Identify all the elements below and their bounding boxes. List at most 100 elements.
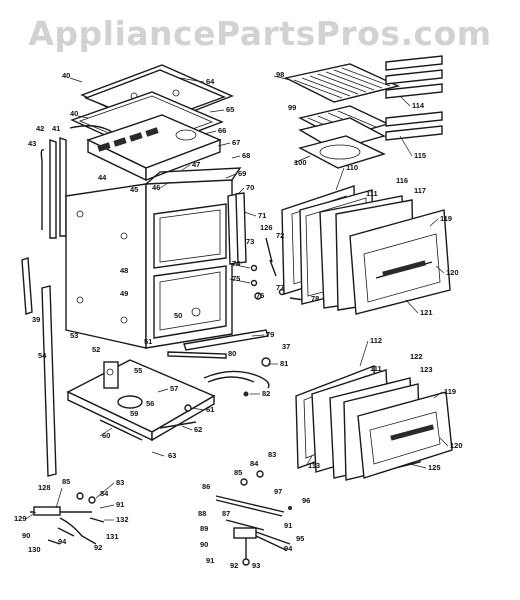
part-label-100: 100 — [294, 158, 307, 167]
center-valve-assembly — [215, 470, 292, 566]
part-label-87: 87 — [222, 509, 230, 518]
part-label-92a: 92 — [94, 543, 102, 552]
upper-door-assembly — [281, 185, 451, 315]
part-label-74: 74 — [232, 259, 241, 268]
part-label-120b: 120 — [450, 441, 463, 450]
part-label-91c: 91 — [206, 556, 214, 565]
part-label-64: 64 — [206, 77, 215, 86]
part-label-84b: 84 — [100, 489, 109, 498]
broiler-pan — [298, 105, 390, 169]
part-label-97: 97 — [274, 487, 282, 496]
part-label-113: 113 — [308, 461, 320, 470]
part-label-46: 46 — [152, 183, 160, 192]
control-hardware — [250, 237, 305, 301]
part-label-85b: 85 — [62, 477, 70, 486]
base-pan — [66, 359, 216, 442]
part-label-49: 49 — [120, 289, 128, 298]
part-label-91a: 91 — [116, 500, 124, 509]
part-label-116: 116 — [396, 176, 408, 185]
part-label-120a: 120 — [446, 268, 459, 277]
part-label-119b: 119 — [444, 387, 456, 396]
part-label-94a: 94 — [58, 537, 67, 546]
left-long-trim — [21, 257, 57, 477]
hinge-rail — [167, 329, 269, 359]
part-label-44: 44 — [98, 173, 107, 182]
part-label-75: 75 — [232, 274, 240, 283]
side-trim-strips — [40, 125, 113, 239]
part-label-117: 117 — [414, 186, 426, 195]
part-label-65: 65 — [226, 105, 234, 114]
part-label-45: 45 — [130, 185, 138, 194]
part-label-69: 69 — [238, 169, 246, 178]
part-label-114: 114 — [412, 101, 425, 110]
part-label-132: 132 — [116, 515, 129, 524]
part-label-131: 131 — [106, 532, 119, 541]
part-label-63: 63 — [168, 451, 176, 460]
part-label-110: 110 — [346, 163, 358, 172]
part-label-67: 67 — [232, 138, 240, 147]
part-label-93: 93 — [252, 561, 260, 570]
part-label-115: 115 — [414, 151, 426, 160]
part-label-73: 73 — [246, 237, 254, 246]
part-label-83a: 83 — [268, 450, 276, 459]
part-label-121: 121 — [420, 308, 433, 317]
part-label-91b: 91 — [284, 521, 292, 530]
part-label-40b: 40 — [70, 109, 78, 118]
part-label-79: 79 — [266, 330, 274, 339]
part-label-88: 88 — [198, 509, 206, 518]
part-label-68: 68 — [242, 151, 250, 160]
part-label-90a: 90 — [22, 531, 30, 540]
part-label-47: 47 — [192, 160, 200, 169]
oven-rack — [283, 63, 401, 103]
part-label-40a: 40 — [62, 71, 70, 80]
part-label-52: 52 — [92, 345, 100, 354]
part-label-80: 80 — [228, 349, 236, 358]
vertical-trim — [227, 192, 247, 265]
cabinet-front-frame — [145, 167, 242, 349]
cabinet-side-panel — [65, 183, 147, 349]
part-label-41: 41 — [52, 124, 60, 133]
part-label-51: 51 — [144, 337, 152, 346]
part-label-96: 96 — [302, 496, 310, 505]
part-label-125: 125 — [428, 463, 441, 472]
part-label-119a: 119 — [440, 214, 452, 223]
part-label-50: 50 — [174, 311, 182, 320]
rack-side-rails — [385, 55, 443, 141]
part-label-94b: 94 — [284, 544, 293, 553]
part-label-112: 112 — [370, 336, 382, 345]
lower-door-assembly — [295, 364, 453, 481]
part-label-78: 78 — [311, 294, 319, 303]
part-label-98: 98 — [276, 70, 284, 79]
part-label-56: 56 — [146, 399, 154, 408]
part-label-42: 42 — [36, 124, 44, 133]
part-label-62: 62 — [194, 425, 202, 434]
part-label-71: 71 — [258, 211, 266, 220]
part-label-39: 39 — [32, 315, 40, 324]
part-label-54: 54 — [38, 351, 47, 360]
part-label-55: 55 — [134, 366, 142, 375]
part-label-59: 59 — [130, 409, 138, 418]
part-label-85a: 85 — [234, 468, 242, 477]
part-label-76: 76 — [256, 291, 264, 300]
leader-lines — [25, 75, 449, 521]
part-label-89: 89 — [200, 524, 208, 533]
part-label-48: 48 — [120, 266, 128, 275]
part-label-95: 95 — [296, 534, 304, 543]
part-label-126: 126 — [260, 223, 273, 232]
part-label-99: 99 — [288, 103, 296, 112]
part-label-77: 77 — [276, 283, 284, 292]
part-label-61: 61 — [206, 405, 214, 414]
part-label-82: 82 — [262, 389, 270, 398]
part-label-66: 66 — [218, 126, 226, 135]
part-label-53: 53 — [70, 331, 78, 340]
left-valve-assembly — [30, 492, 105, 545]
part-label-37: 37 — [282, 342, 290, 351]
part-label-83b: 83 — [116, 478, 124, 487]
wire-harness — [203, 357, 271, 397]
part-label-111b: 111 — [370, 364, 382, 373]
part-label-72: 72 — [276, 231, 284, 240]
part-label-84a: 84 — [250, 459, 259, 468]
part-label-60: 60 — [102, 431, 110, 440]
